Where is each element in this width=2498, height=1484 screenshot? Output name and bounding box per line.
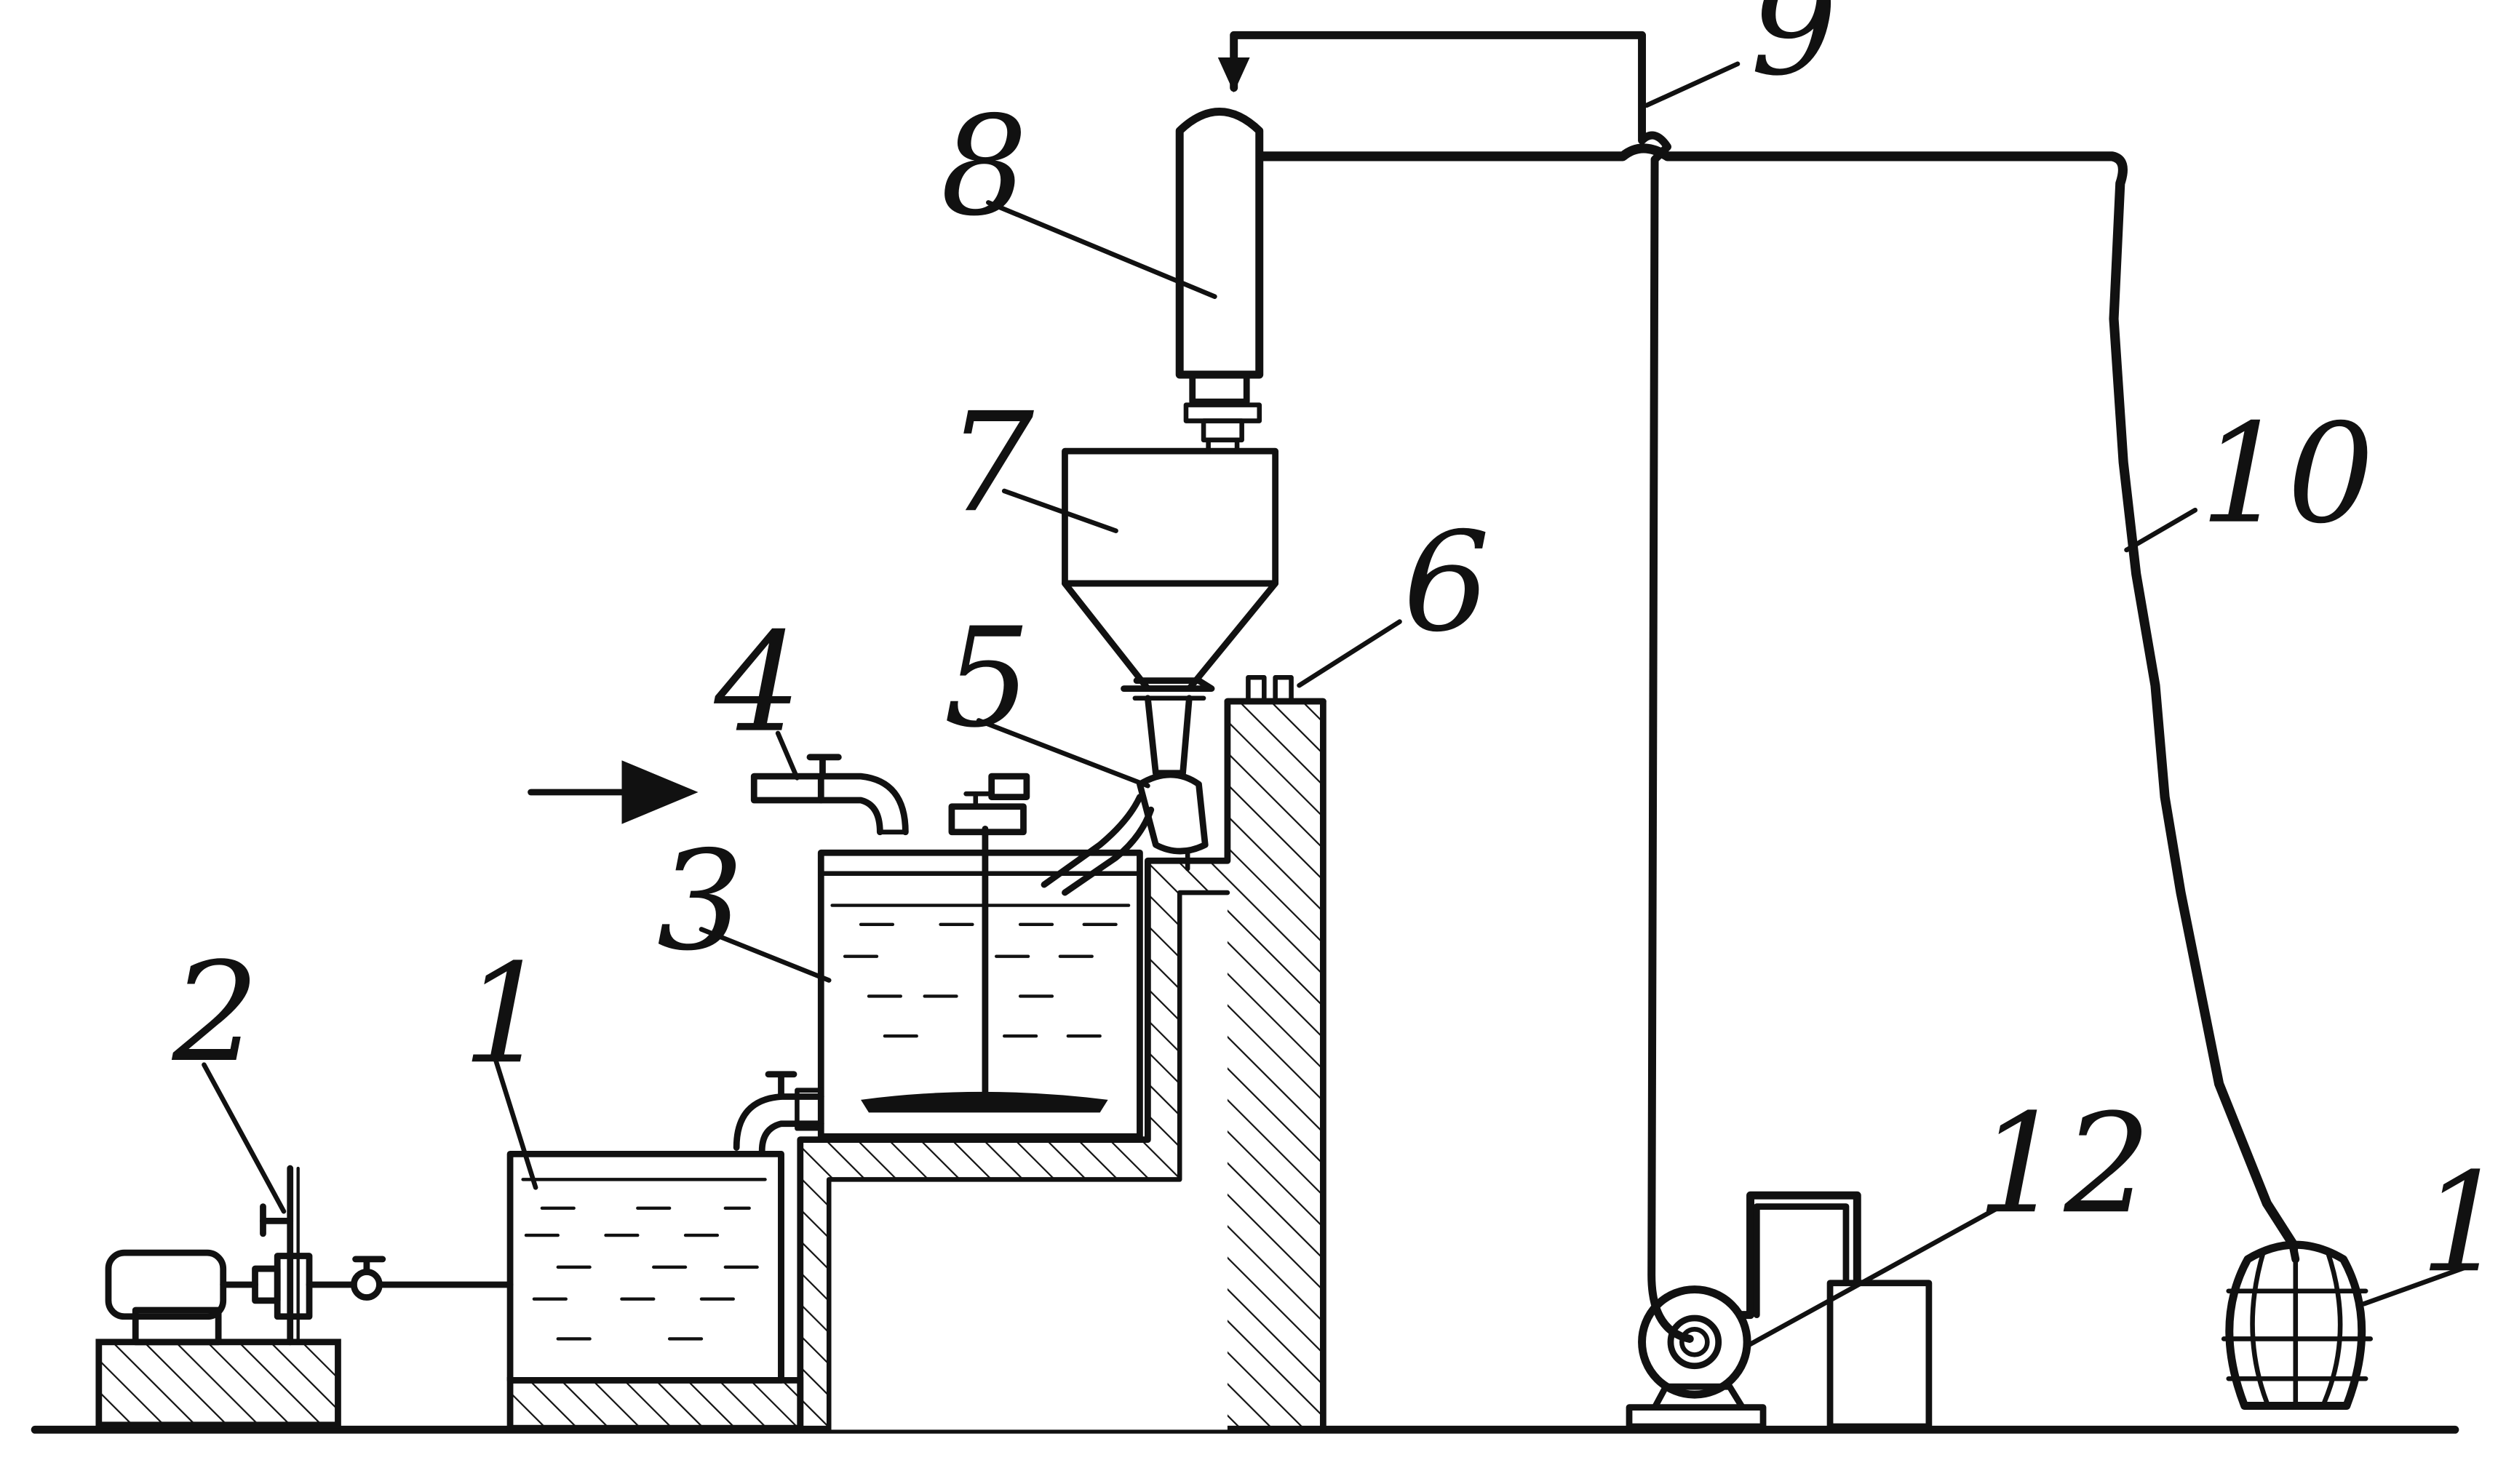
- label-2: 2: [172, 933, 260, 1093]
- pipeline-9-arrow: [1217, 57, 1250, 93]
- motor-body: [132, 1307, 222, 1346]
- outlet-tap: [733, 1071, 824, 1154]
- hopper-body: [1062, 447, 1279, 587]
- valve-circle: [350, 1269, 383, 1301]
- pipeline-9: [1230, 31, 1694, 1343]
- label-8: 8: [941, 87, 1028, 247]
- tank-1: [506, 1150, 804, 1432]
- mixing-tank-3: [817, 773, 1143, 1140]
- mixing-tank-body: [817, 849, 1143, 1140]
- label-10: 10: [2200, 395, 2374, 554]
- pipeline-10: [1257, 143, 2297, 1248]
- pump-unit-2: [95, 1165, 514, 1429]
- sediment-layer: [861, 1091, 1108, 1113]
- label-4: 4: [713, 604, 801, 763]
- agitator-motor: [948, 803, 1027, 836]
- label-1: 1: [462, 935, 549, 1094]
- valve-6: [1224, 674, 1326, 705]
- label-11: 11: [2420, 1144, 2498, 1303]
- blower-12: [1626, 1191, 1933, 1430]
- cyclone-8: [1175, 108, 1264, 454]
- leader-lines: [202, 61, 2469, 1349]
- label-7: 7: [947, 383, 1034, 543]
- tank-1-base: [506, 1377, 804, 1432]
- label-6: 6: [1403, 503, 1490, 663]
- blower-motor-box: [1826, 1280, 1933, 1430]
- label-5: 5: [944, 599, 1031, 758]
- pump-valve-body: [252, 1265, 281, 1304]
- feeder-5: [1041, 771, 1209, 896]
- label-3: 3: [657, 822, 744, 981]
- water-tap-4: [750, 754, 909, 836]
- label-12: 12: [1977, 1085, 2152, 1244]
- pump-base: [95, 1339, 341, 1429]
- container-11: [2221, 1239, 2374, 1410]
- label-9: 9: [1751, 0, 1838, 106]
